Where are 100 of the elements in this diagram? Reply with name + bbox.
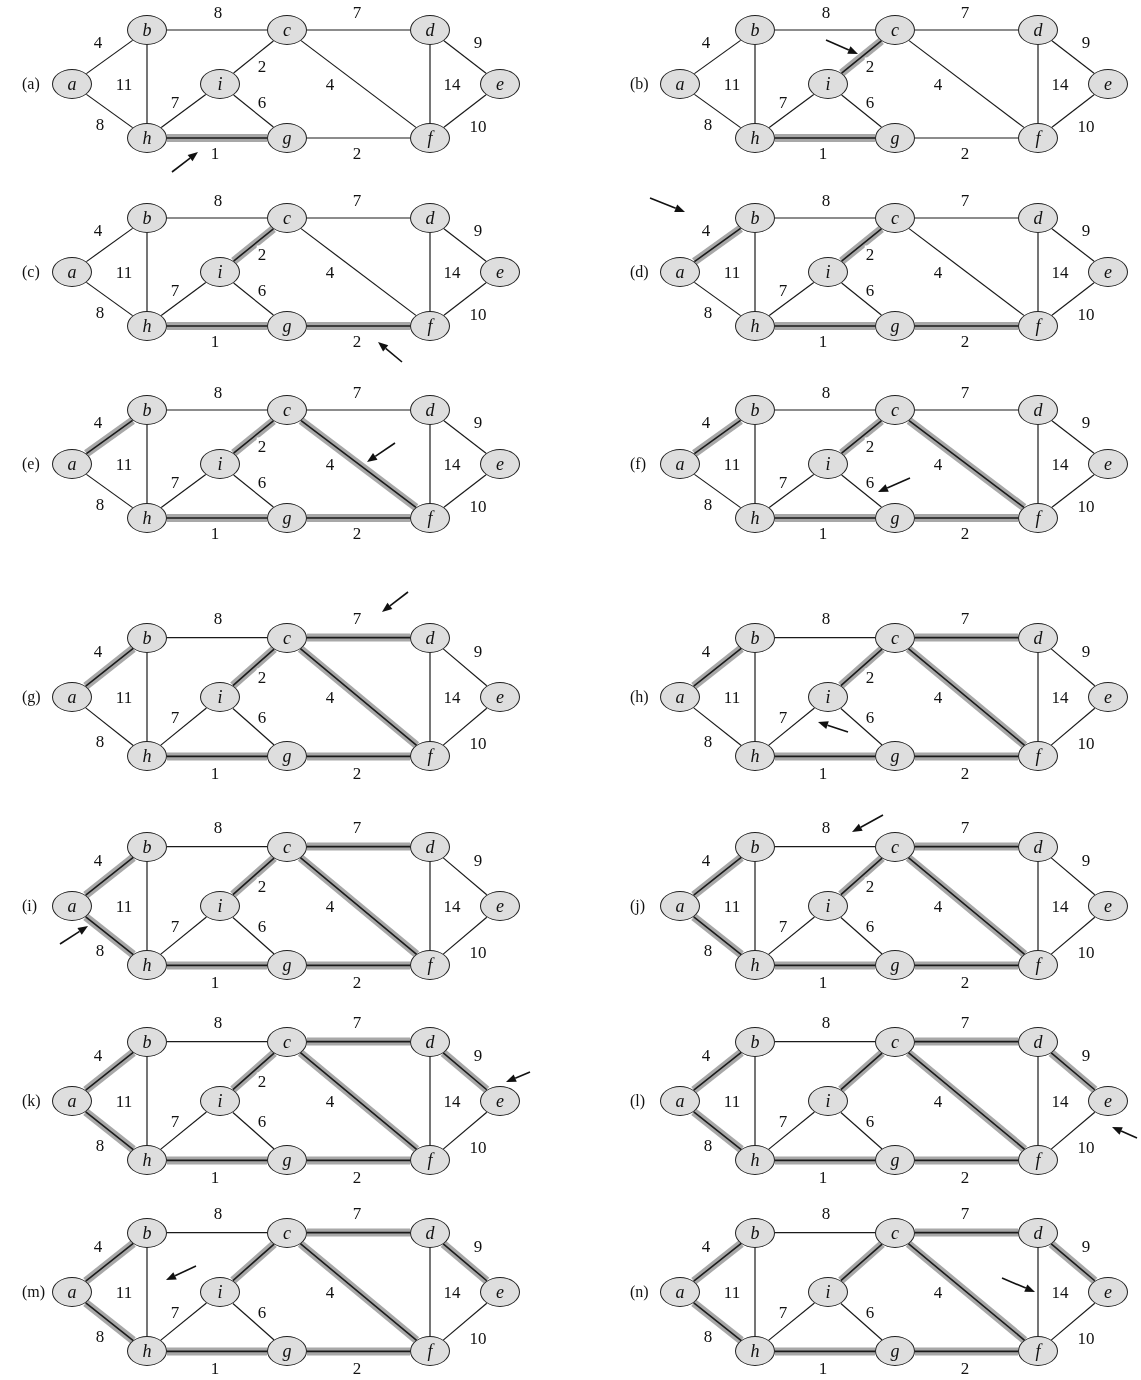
edge-line: [914, 137, 1019, 139]
highlighted-edge: [914, 1347, 1019, 1356]
vertex-ellipse: f: [410, 1145, 450, 1176]
edge-line: [774, 409, 876, 411]
edge-line: [767, 1111, 816, 1150]
edge-line: [693, 707, 742, 747]
highlighted-edge: [306, 322, 411, 330]
edge-line: [232, 1111, 275, 1150]
highlighted-edge: [838, 1241, 885, 1284]
edge-line: [840, 707, 883, 746]
edge-line: [443, 474, 487, 508]
vertex-ellipse: g: [875, 741, 915, 772]
edge-line: [841, 474, 882, 508]
vertex-ellipse: a: [660, 891, 700, 921]
vertex-ellipse: b: [735, 1026, 775, 1057]
edge-line: [754, 424, 756, 504]
highlighted-edge: [166, 752, 268, 761]
edge-line: [768, 473, 815, 509]
panel-label: (l): [630, 1093, 646, 1109]
edge-line: [146, 652, 148, 742]
vertex-ellipse: c: [267, 203, 307, 233]
vertex-ellipse: i: [808, 1277, 848, 1307]
edge-line: [774, 637, 876, 639]
vertex-ellipse: g: [875, 950, 915, 981]
edge-line: [442, 648, 488, 687]
edge-line: [914, 29, 1019, 31]
highlighted-edge: [231, 225, 276, 265]
vertex-ellipse: e: [480, 891, 520, 921]
edge-line: [443, 40, 487, 74]
highlighted-edge: [914, 322, 1019, 330]
vertex-ellipse: c: [875, 831, 915, 862]
highlighted-edge: [774, 752, 876, 761]
edge-line: [754, 44, 756, 124]
edge-line: [146, 232, 148, 312]
edge-line: [1037, 1056, 1039, 1146]
highlighted-edge: [166, 134, 268, 142]
vertex-ellipse: f: [1018, 311, 1058, 341]
edge-line: [429, 44, 431, 124]
vertex-ellipse: e: [1088, 1277, 1128, 1307]
highlighted-edge: [83, 1240, 136, 1285]
vertex-ellipse: f: [1018, 1336, 1058, 1367]
edge-line: [1037, 232, 1039, 312]
vertex-ellipse: i: [808, 891, 848, 921]
edge-line: [306, 29, 411, 31]
edge-line: [233, 474, 274, 508]
highlighted-edge: [914, 842, 1019, 851]
edge-line: [85, 39, 134, 75]
vertex-ellipse: b: [127, 1217, 167, 1248]
edge-line: [841, 282, 882, 316]
edge-line: [693, 281, 742, 317]
vertex-ellipse: d: [1018, 831, 1058, 862]
vertex-ellipse: g: [267, 311, 307, 341]
edge-line: [232, 916, 275, 955]
vertex-ellipse: f: [410, 503, 450, 533]
edge-line: [443, 228, 487, 262]
highlighted-edge: [691, 1299, 744, 1344]
edge-line: [160, 473, 207, 509]
edge-line: [442, 916, 488, 955]
edge-line: [754, 1247, 756, 1337]
edge-line: [693, 39, 742, 75]
edge-line: [1037, 652, 1039, 742]
highlighted-edge: [231, 417, 276, 457]
vertex-ellipse: f: [1018, 503, 1058, 533]
edge-line: [146, 424, 148, 504]
edge-line: [754, 861, 756, 951]
vertex-ellipse: a: [52, 69, 92, 99]
edge-line: [767, 707, 816, 746]
edge-line: [166, 846, 268, 848]
highlighted-edge: [297, 854, 420, 958]
edge-line: [1051, 94, 1095, 128]
vertex-ellipse: b: [735, 831, 775, 862]
edge-line: [841, 94, 882, 128]
vertex-ellipse: e: [1088, 1086, 1128, 1116]
vertex-ellipse: f: [410, 1336, 450, 1367]
highlighted-edge: [306, 1037, 411, 1046]
vertex-ellipse: a: [660, 449, 700, 479]
vertex-ellipse: c: [875, 395, 915, 425]
edge-line: [774, 217, 876, 219]
highlighted-edge: [774, 514, 876, 522]
highlighted-edge: [83, 1108, 136, 1153]
edge-line: [429, 1056, 431, 1146]
vertex-ellipse: b: [127, 1026, 167, 1057]
vertex-ellipse: c: [875, 1217, 915, 1248]
edge-weight: 2: [864, 877, 876, 895]
edge-weight: 2: [864, 57, 876, 75]
vertex-ellipse: d: [1018, 622, 1058, 653]
vertex-ellipse: f: [1018, 741, 1058, 772]
highlighted-edge: [692, 417, 743, 457]
edge-line: [754, 652, 756, 742]
edge-line: [429, 424, 431, 504]
edge-line: [429, 652, 431, 742]
vertex-ellipse: h: [735, 950, 775, 981]
edge-line: [160, 93, 207, 129]
vertex-ellipse: i: [808, 682, 848, 712]
edge-line: [1050, 648, 1096, 687]
highlighted-edge: [306, 514, 411, 522]
edge-line: [85, 707, 134, 747]
panel-label: (i): [22, 898, 38, 914]
vertex-ellipse: b: [127, 395, 167, 425]
vertex-ellipse: b: [735, 203, 775, 233]
